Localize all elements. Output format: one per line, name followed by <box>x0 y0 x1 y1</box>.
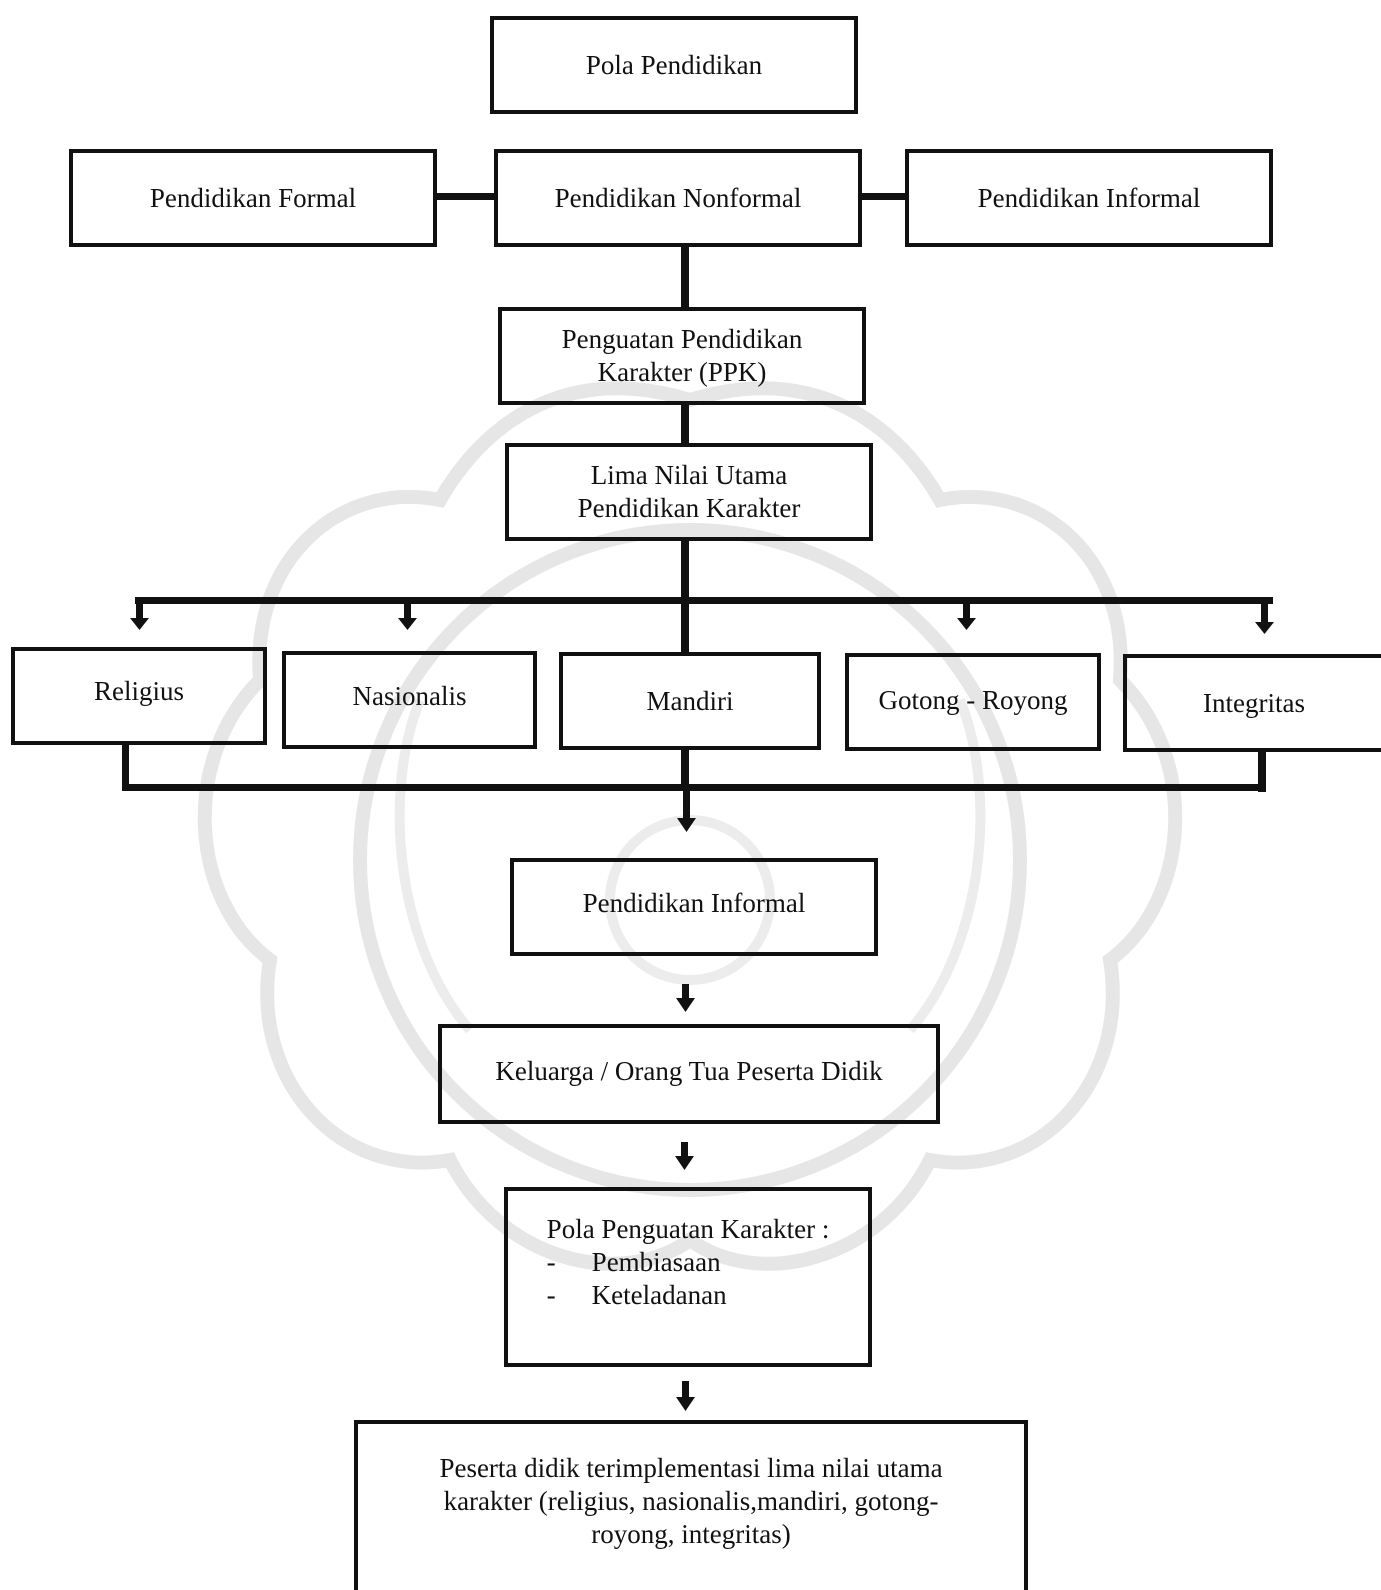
node-lima-nilai: Lima Nilai Utama Pendidikan Karakter <box>505 443 873 541</box>
branch-drop-integritas <box>1261 600 1268 626</box>
branch-drop-nasionalis <box>404 600 411 622</box>
node-pendidikan-informal: Pendidikan Informal <box>510 858 878 956</box>
node-pola-penguatan: Pola Penguatan Karakter : - Pembiasaan -… <box>504 1187 872 1367</box>
node-keluarga: Keluarga / Orang Tua Peserta Didik <box>438 1024 940 1124</box>
arrow-head-to-result <box>676 1397 695 1411</box>
connector-informal-keluarga <box>682 984 689 1002</box>
arrow-head-to-keluarga <box>676 998 695 1012</box>
connector-merge-informal <box>683 789 690 819</box>
pola-penguatan-title: Pola Penguatan Karakter : <box>546 1214 830 1244</box>
pola-penguatan-content: Pola Penguatan Karakter : - Pembiasaan -… <box>547 1213 830 1312</box>
node-religius-label: Religius <box>93 675 184 706</box>
connector-formal-nonformal <box>436 193 496 200</box>
connector-ppk-lima <box>681 404 689 445</box>
node-ppk-line-1: Penguatan Pendidikan <box>561 324 803 354</box>
pola-item-keteladanan-label: Keteladanan <box>591 1280 727 1310</box>
branch-bar-top <box>135 597 1273 604</box>
node-ppk: Penguatan Pendidikan Karakter (PPK) <box>498 307 866 405</box>
arrow-head-nasionalis <box>398 618 417 630</box>
node-mandiri: Mandiri <box>559 652 821 750</box>
node-integritas: Integritas <box>1123 654 1381 752</box>
arrow-head-integritas <box>1255 622 1274 634</box>
node-lima-nilai-line-1: Lima Nilai Utama <box>590 460 788 490</box>
merge-bar-bottom <box>122 784 1262 791</box>
node-pola-pendidikan: Pola Pendidikan <box>490 16 858 114</box>
pola-item-pembiasaan: - Pembiasaan <box>547 1246 830 1279</box>
node-nasionalis-label: Nasionalis <box>352 680 467 711</box>
bullet-dash: - <box>546 1280 556 1310</box>
node-result-line-3: royong, integritas) <box>591 1519 791 1549</box>
connector-nonformal-ppk <box>681 246 689 308</box>
branch-drop-gotong <box>963 600 970 622</box>
pola-item-keteladanan: - Keteladanan <box>547 1279 830 1312</box>
node-religius: Religius <box>11 647 267 745</box>
merge-up-religius <box>122 744 129 790</box>
merge-up-integritas <box>1258 750 1266 792</box>
arrow-head-to-pola <box>675 1156 694 1170</box>
node-result-line-1: Peserta didik terimplementasi lima nilai… <box>439 1453 943 1483</box>
node-lima-nilai-line-2: Pendidikan Karakter <box>577 493 801 523</box>
node-pendidikan-formal: Pendidikan Formal <box>69 149 437 247</box>
node-pendidikan-informal-top: Pendidikan Informal <box>905 149 1273 247</box>
bullet-dash: - <box>546 1247 556 1277</box>
node-integritas-label: Integritas <box>1203 687 1305 718</box>
pola-item-pembiasaan-label: Pembiasaan <box>591 1247 721 1277</box>
node-result-line-2: karakter (religius, nasionalis,mandiri, … <box>443 1486 939 1516</box>
node-ppk-line-2: Karakter (PPK) <box>597 357 767 387</box>
node-pendidikan-nonformal: Pendidikan Nonformal <box>494 149 862 247</box>
connector-keluarga-pola <box>681 1142 688 1160</box>
node-pendidikan-nonformal-label: Pendidikan Nonformal <box>554 182 802 213</box>
connector-nonformal-informal <box>860 193 907 200</box>
node-pendidikan-informal-label: Pendidikan Informal <box>582 887 806 918</box>
node-keluarga-label: Keluarga / Orang Tua Peserta Didik <box>495 1055 883 1086</box>
node-mandiri-label: Mandiri <box>646 685 734 716</box>
node-pendidikan-informal-top-label: Pendidikan Informal <box>977 182 1201 213</box>
node-pola-pendidikan-label: Pola Pendidikan <box>585 49 763 80</box>
node-gotong-royong: Gotong - Royong <box>845 653 1101 751</box>
node-pendidikan-formal-label: Pendidikan Formal <box>149 182 357 213</box>
connector-pola-result <box>682 1381 689 1401</box>
branch-drop-religius <box>136 600 143 622</box>
arrow-head-gotong <box>957 618 976 630</box>
node-nasionalis: Nasionalis <box>282 651 537 749</box>
merge-up-mandiri <box>681 749 689 789</box>
arrow-head-to-informal <box>677 818 696 832</box>
node-gotong-royong-label: Gotong - Royong <box>878 684 1068 715</box>
arrow-head-religius <box>130 618 149 630</box>
node-result: Peserta didik terimplementasi lima nilai… <box>354 1420 1028 1590</box>
